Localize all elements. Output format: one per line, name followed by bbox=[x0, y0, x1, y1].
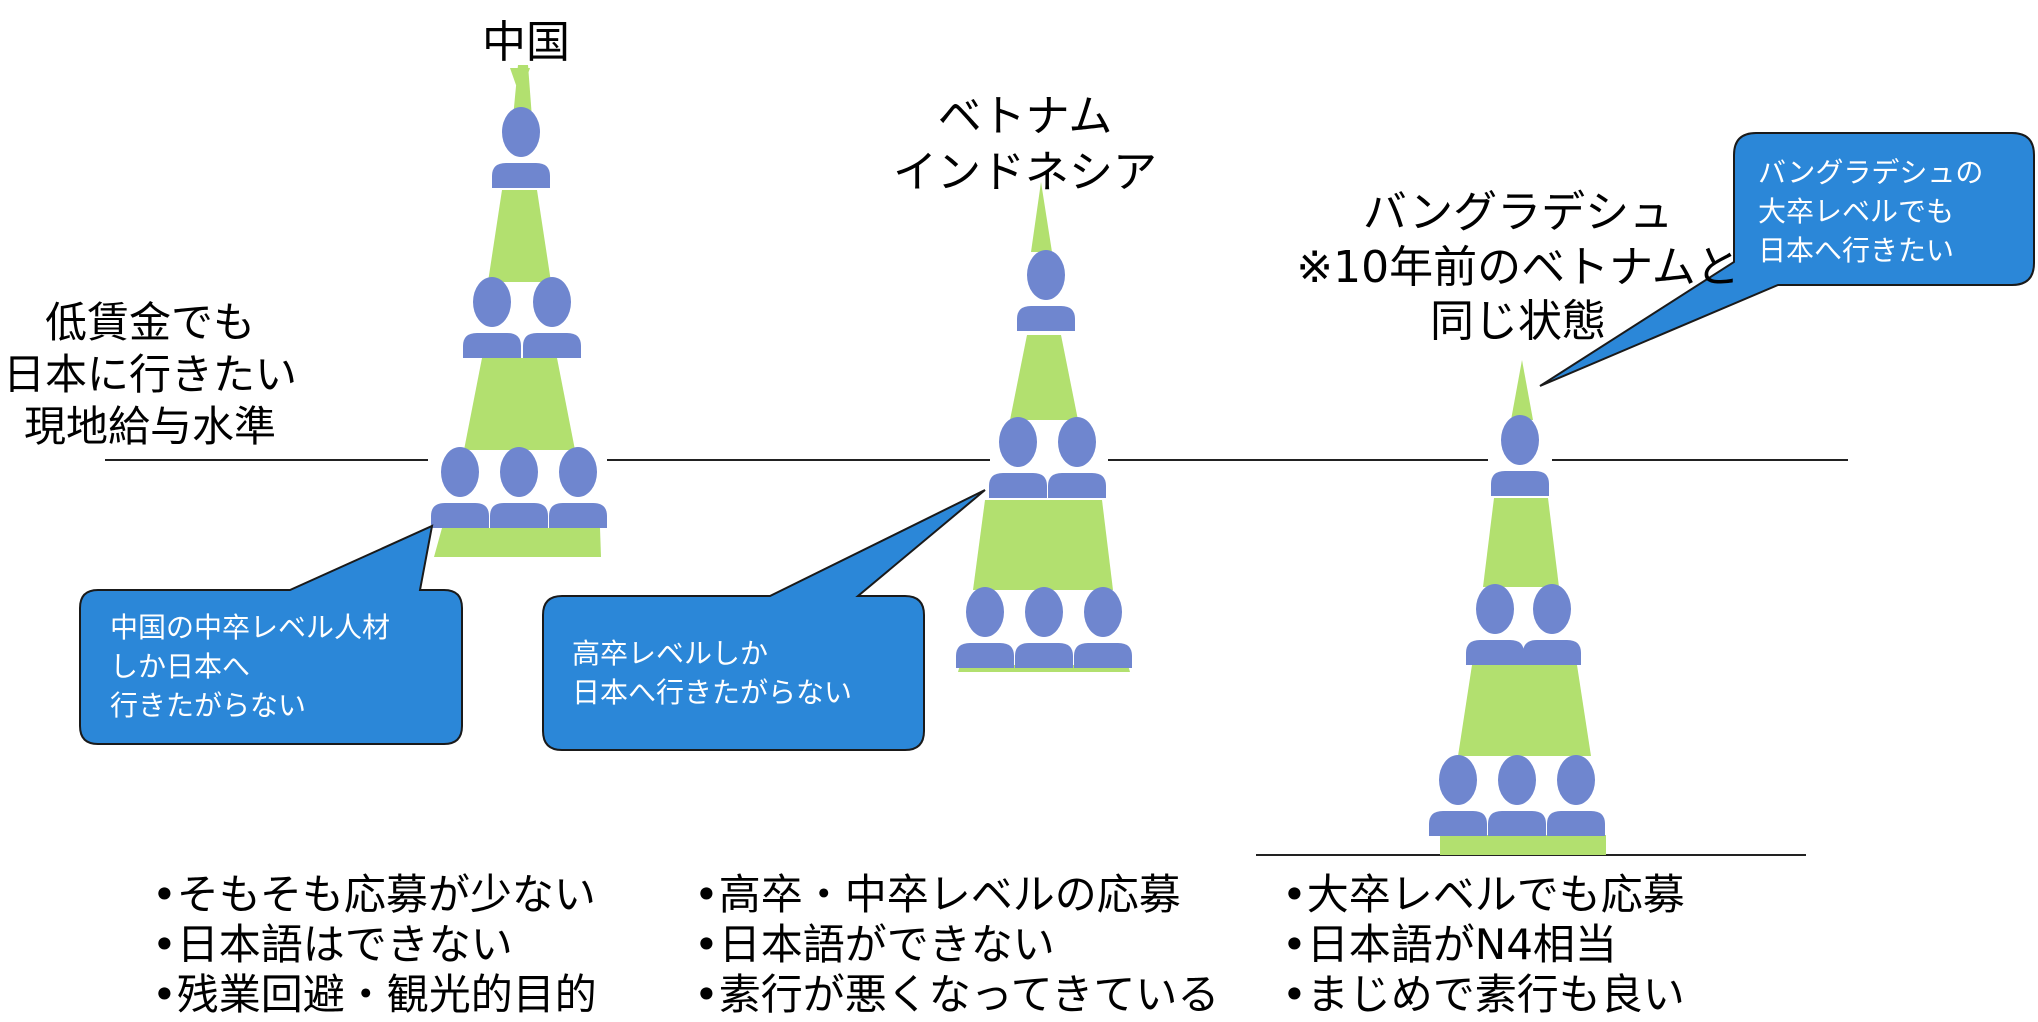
callout-line: 大卒レベルでも bbox=[1758, 195, 1955, 228]
callout-bangladesh-text: バングラデシュの 大卒レベルでも 日本へ行きたい bbox=[1758, 153, 1983, 270]
person-icon bbox=[1017, 250, 1075, 331]
people-bangladesh bbox=[1429, 415, 1605, 836]
bullet-item: •日本語がN4相当 bbox=[1282, 920, 1617, 969]
callout-line: 行きたがらない bbox=[110, 689, 307, 722]
bullets-bangladesh: •大卒レベルでも応募 •日本語がN4相当 •まじめで素行も良い bbox=[1282, 870, 1685, 1020]
person-icon bbox=[1429, 755, 1487, 836]
person-icon bbox=[523, 277, 581, 358]
person-icon bbox=[1491, 415, 1549, 496]
callout-bangladesh-bubble bbox=[1539, 132, 2035, 387]
callout-line: 日本へ行きたがらない bbox=[572, 676, 853, 709]
bullet-item: •素行が悪くなってきている bbox=[694, 970, 1220, 1019]
pyramid-china bbox=[434, 65, 601, 557]
bullets-vietnam: •高卒・中卒レベルの応募 •日本語ができない •素行が悪くなってきている bbox=[694, 870, 1219, 1020]
bullets-china: •そもそも応募が少ない •日本語はできない •残業回避・観光的目的 bbox=[152, 870, 597, 1020]
bullet-item: •日本語ができない bbox=[694, 920, 1055, 969]
callout-line: しか日本へ bbox=[110, 650, 251, 683]
callout-vietnam-text: 高卒レベルしか 日本へ行きたがらない bbox=[572, 634, 852, 712]
left-label-line: 低賃金でも bbox=[44, 298, 255, 347]
country-title-vietnam-indonesia: ベトナム インドネシア bbox=[860, 92, 1190, 198]
left-label-line: 現地給与水準 bbox=[23, 402, 276, 451]
left-label-line: 日本に行きたい bbox=[2, 350, 297, 399]
person-icon bbox=[1547, 755, 1605, 836]
bullet-item: •大卒レベルでも応募 bbox=[1282, 870, 1685, 919]
bullet-item: •そもそも応募が少ない bbox=[152, 870, 596, 919]
person-icon bbox=[1048, 417, 1106, 498]
pyramid-bangladesh bbox=[1440, 360, 1606, 855]
callout-line: 高卒レベルしか bbox=[572, 637, 769, 670]
country-title-line: インドネシア bbox=[893, 147, 1157, 198]
people-china bbox=[431, 107, 607, 528]
country-title-china: 中国 bbox=[482, 17, 570, 68]
person-icon bbox=[431, 447, 489, 528]
callout-china-bubble bbox=[79, 524, 463, 745]
person-icon bbox=[989, 417, 1047, 498]
bullet-item: •まじめで素行も良い bbox=[1282, 970, 1685, 1019]
country-title-line: バングラデシュ bbox=[1362, 187, 1674, 238]
country-title-line: 同じ状態 bbox=[1430, 296, 1606, 347]
person-icon bbox=[492, 107, 550, 188]
callout-china-text: 中国の中卒レベル人材 しか日本へ 行きたがらない bbox=[110, 608, 390, 725]
country-title-line: ※10年前のベトナムと bbox=[1296, 242, 1740, 293]
left-wage-label: 低賃金でも 日本に行きたい 現地給与水準 bbox=[0, 297, 300, 453]
country-title-line: ベトナム bbox=[937, 91, 1113, 142]
country-title-bangladesh: バングラデシュ ※10年前のベトナムと 同じ状態 bbox=[1258, 188, 1778, 347]
callout-vietnam-bubble bbox=[542, 489, 986, 751]
person-icon bbox=[1466, 584, 1524, 665]
bullet-item: •日本語はできない bbox=[152, 920, 513, 969]
callout-line: 中国の中卒レベル人材 bbox=[110, 611, 391, 644]
person-icon bbox=[1488, 755, 1546, 836]
callout-line: 日本へ行きたい bbox=[1758, 234, 1955, 267]
person-icon bbox=[1015, 587, 1073, 668]
person-icon bbox=[549, 447, 607, 528]
person-icon bbox=[1523, 584, 1581, 665]
bullet-item: •高卒・中卒レベルの応募 bbox=[694, 870, 1181, 919]
person-icon bbox=[463, 277, 521, 358]
callout-line: バングラデシュの bbox=[1758, 156, 1984, 189]
person-icon bbox=[490, 447, 548, 528]
bullet-item: •残業回避・観光的目的 bbox=[152, 970, 597, 1019]
person-icon bbox=[956, 587, 1014, 668]
person-icon bbox=[1074, 587, 1132, 668]
